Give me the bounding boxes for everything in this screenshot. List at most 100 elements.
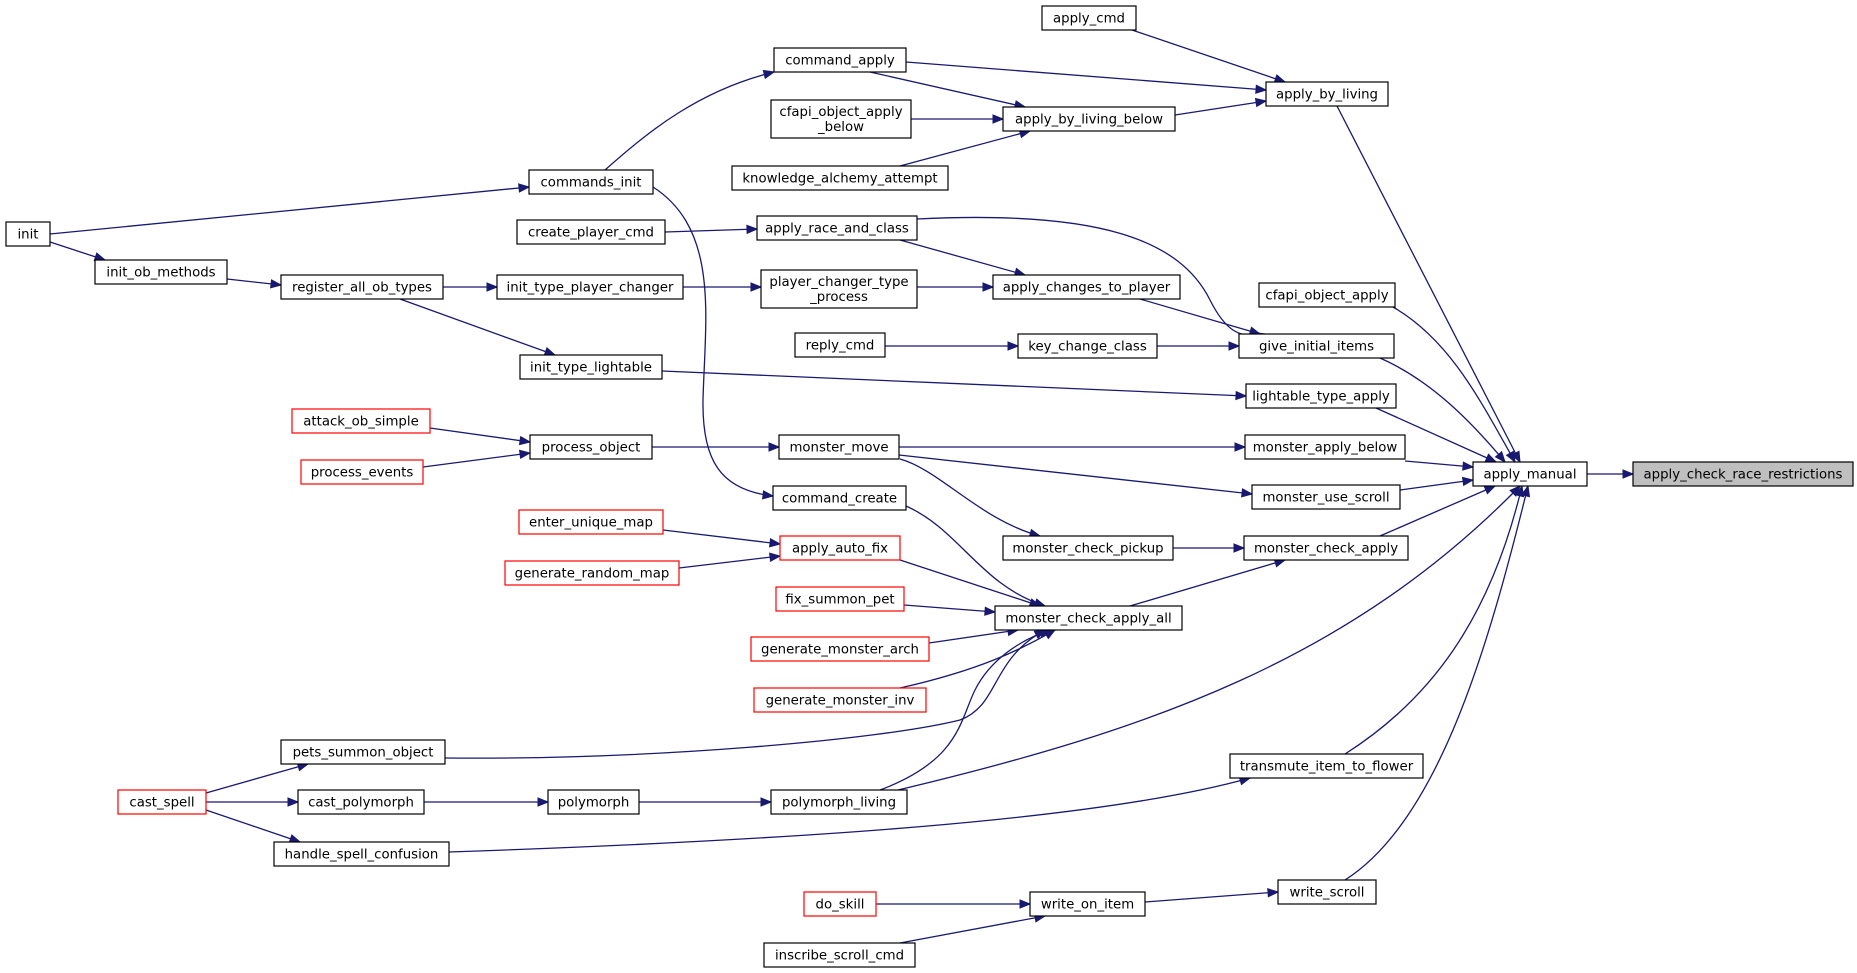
node-apply-by-living[interactable]: apply_by_living xyxy=(1265,81,1389,107)
node-box xyxy=(1251,484,1401,510)
arrowhead xyxy=(518,183,531,193)
edge-apply_by_living_below-to-apply_by_living xyxy=(1174,97,1268,116)
edge-line xyxy=(1344,485,1523,755)
node-create-player-cmd[interactable]: create_player_cmd xyxy=(516,219,666,245)
node-polymorph[interactable]: polymorph xyxy=(547,789,640,815)
node-handle-spell-confusion[interactable]: handle_spell_confusion xyxy=(273,841,450,867)
arrowhead xyxy=(982,282,995,292)
function-nodes: apply_check_race_restrictions apply_manua… xyxy=(5,5,1854,968)
node-label: process_object xyxy=(542,441,641,456)
node-box xyxy=(1229,753,1424,779)
edge-line xyxy=(899,458,1041,537)
node-monster-use-scroll[interactable]: monster_use_scroll xyxy=(1251,484,1401,510)
node-apply-check-race-restrictions[interactable]: apply_check_race_restrictions xyxy=(1632,461,1854,487)
edge-cast_polymorph-to-polymorph xyxy=(424,797,550,807)
node-give-initial-items[interactable]: give_initial_items xyxy=(1238,333,1395,359)
node-monster-check-pickup[interactable]: monster_check_pickup xyxy=(1002,535,1174,561)
node-process-events[interactable]: process_events xyxy=(300,459,424,485)
node-init[interactable]: init xyxy=(5,221,51,247)
node-label: write_scroll xyxy=(1289,886,1364,901)
node-box xyxy=(1258,282,1396,308)
node-init-type-player-changer[interactable]: init_type_player_changer xyxy=(496,274,684,300)
node-box xyxy=(770,789,908,815)
edge-line xyxy=(899,915,1046,944)
node-transmute-item-to-flower[interactable]: transmute_item_to_flower xyxy=(1229,753,1424,779)
edge-line xyxy=(899,239,1026,276)
node-init-type-lightable[interactable]: init_type_lightable xyxy=(519,354,663,380)
edge-generate_random_map-to-apply_auto_fix xyxy=(678,552,782,569)
node-apply-cmd[interactable]: apply_cmd xyxy=(1041,5,1137,31)
node-box xyxy=(1244,434,1406,460)
node-apply-auto-fix[interactable]: apply_auto_fix xyxy=(779,535,901,561)
edge-apply_cmd-to-apply_by_living xyxy=(1131,29,1287,84)
node-init-ob-methods[interactable]: init_ob_methods xyxy=(94,259,228,285)
node-key-change-class[interactable]: key_change_class xyxy=(1017,333,1158,359)
edge-init-to-commands_init xyxy=(49,183,531,235)
node-apply-changes-to-player[interactable]: apply_changes_to_player xyxy=(992,274,1181,300)
edge-key_change_class-to-give_initial_items xyxy=(1157,341,1241,351)
node-process-object[interactable]: process_object xyxy=(529,434,653,460)
edge-enter_unique_map-to-apply_auto_fix xyxy=(662,529,782,548)
node-label: commands_init xyxy=(541,176,642,191)
node-cast-polymorph[interactable]: cast_polymorph xyxy=(297,789,425,815)
node-box xyxy=(775,586,905,612)
node-cast-spell[interactable]: cast_spell xyxy=(117,789,207,815)
edge-line xyxy=(399,298,556,356)
arrowhead xyxy=(1505,450,1516,464)
node-lightable-type-apply[interactable]: lightable_type_apply xyxy=(1245,383,1397,409)
node-monster-check-apply[interactable]: monster_check_apply xyxy=(1243,535,1409,561)
node-commands-init[interactable]: commands_init xyxy=(528,169,654,195)
node-command-apply[interactable]: command_apply xyxy=(773,47,907,73)
node-do-skill[interactable]: do_skill xyxy=(803,891,877,917)
node-apply-manual[interactable]: apply_manual xyxy=(1472,461,1588,487)
node-generate-random-map[interactable]: generate_random_map xyxy=(504,560,680,586)
edge-monster_apply_below-to-apply_manual xyxy=(1404,460,1475,471)
node-box xyxy=(753,687,927,713)
node-monster-check-apply-all[interactable]: monster_check_apply_all xyxy=(994,605,1183,631)
node-apply-by-living-below[interactable]: apply_by_living_below xyxy=(1002,106,1176,132)
edge-do_skill-to-write_on_item xyxy=(876,899,1032,909)
node-generate-monster-arch[interactable]: generate_monster_arch xyxy=(750,636,930,662)
edge-line xyxy=(916,216,1266,337)
edge-monster_check_apply_all-to-monster_check_apply xyxy=(1129,558,1287,607)
node-apply-race-and-class[interactable]: apply_race_and_class xyxy=(756,215,918,241)
node-monster-move[interactable]: monster_move xyxy=(778,434,900,460)
node-reply-cmd[interactable]: reply_cmd xyxy=(794,332,886,358)
node-knowledge-alchemy-attempt[interactable]: knowledge_alchemy_attempt xyxy=(731,165,949,191)
node-box xyxy=(504,560,680,586)
edge-line xyxy=(429,427,531,443)
node-polymorph-living[interactable]: polymorph_living xyxy=(770,789,908,815)
node-write-on-item[interactable]: write_on_item xyxy=(1029,891,1146,917)
node-box xyxy=(794,332,886,358)
node-enter-unique-map[interactable]: enter_unique_map xyxy=(518,509,664,535)
node-box xyxy=(1243,535,1409,561)
node-attack-ob-simple[interactable]: attack_ob_simple xyxy=(291,408,431,434)
node-fix-summon-pet[interactable]: fix_summon_pet xyxy=(775,586,905,612)
node-box xyxy=(731,165,949,191)
node-box xyxy=(773,47,907,73)
node-label: command_create xyxy=(782,492,897,507)
node-monster-apply-below[interactable]: monster_apply_below xyxy=(1244,434,1406,460)
node-label: command_apply xyxy=(785,54,895,69)
node-box xyxy=(528,169,654,195)
node-player-changer-type-process[interactable]: player_changer_type_process xyxy=(760,269,918,309)
edge-init_type_player_changer-to-player_changer_type_process xyxy=(683,282,763,292)
node-command-create[interactable]: command_create xyxy=(772,485,907,511)
node-generate-monster-inv[interactable]: generate_monster_inv xyxy=(753,687,927,713)
arrowhead xyxy=(1484,453,1498,463)
node-inscribe-scroll-cmd[interactable]: inscribe_scroll_cmd xyxy=(763,942,916,968)
edge-cfapi_object_apply-to-apply_manual xyxy=(1392,306,1516,464)
node-label: inscribe_scroll_cmd xyxy=(775,949,904,964)
node-box xyxy=(496,274,684,300)
edge-monster_move-to-monster_use_scroll xyxy=(898,454,1254,498)
node-register-all-ob-types[interactable]: register_all_ob_types xyxy=(280,274,444,300)
edge-line xyxy=(448,777,1251,853)
edge-attack_ob_simple-to-process_object xyxy=(429,427,532,446)
node-cfapi-object-apply-below[interactable]: cfapi_object_apply_below xyxy=(770,99,912,139)
edge-give_initial_items-to-apply_manual xyxy=(1379,357,1506,464)
node-pets-summon-object[interactable]: pets_summon_object xyxy=(280,739,446,765)
node-label: enter_unique_map xyxy=(529,516,653,531)
node-cfapi-object-apply[interactable]: cfapi_object_apply xyxy=(1258,282,1396,308)
node-write-scroll[interactable]: write_scroll xyxy=(1277,879,1377,905)
edge-line xyxy=(422,452,531,468)
